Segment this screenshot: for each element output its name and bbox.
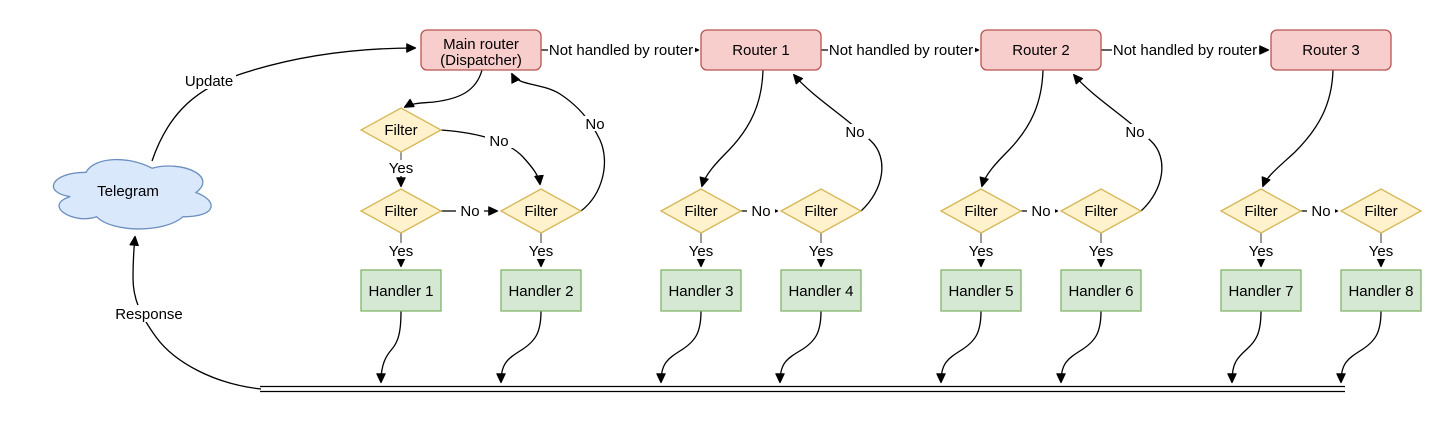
dispatcher-label-line2: (Dispatcher): [440, 52, 522, 69]
yes-label: Yes: [389, 160, 413, 177]
not-handled-label-3: Not handled by router: [1113, 42, 1257, 59]
filter-node: [499, 188, 583, 234]
no-label: No: [489, 133, 508, 150]
filter-a-no-edge: [440, 129, 544, 186]
filter-node: [779, 188, 863, 234]
filter-label: Filter: [1244, 203, 1277, 220]
router-3-down-edge: [1261, 69, 1334, 188]
router-3-label: Router 3: [1302, 42, 1360, 59]
filter-node: [939, 188, 1023, 234]
dispatcher-node: [420, 29, 542, 71]
router-1-label: Router 1: [732, 42, 790, 59]
no-label: No: [460, 203, 479, 220]
yes-label: Yes: [689, 243, 713, 260]
response-label: Response: [115, 306, 183, 323]
filter-node: [1339, 188, 1423, 234]
filter-c-return-no-edge: [511, 72, 606, 212]
handler-1-node: [360, 269, 442, 312]
yes-label: Yes: [389, 243, 413, 260]
handler-7-node: [1220, 269, 1302, 312]
not-handled-label-2: Not handled by router: [829, 42, 973, 59]
filter-label: Filter: [804, 203, 837, 220]
filter-node: [359, 188, 443, 234]
no-label: No: [751, 203, 770, 220]
handler-5-label: Handler 5: [948, 283, 1013, 300]
handler-row: Handler 1 Handler 2 Handler 3 Handler 4 …: [360, 269, 1422, 312]
handler-4-node: [780, 269, 862, 312]
handler-8-label: Handler 8: [1348, 283, 1413, 300]
no-label: No: [1031, 203, 1050, 220]
filter-label: Filter: [684, 203, 717, 220]
not-handled-label-1: Not handled by router: [549, 42, 693, 59]
yes-label: Yes: [1089, 243, 1113, 260]
update-edge: [151, 43, 417, 162]
router-2-down-edge: [979, 69, 1044, 188]
edge-labels: Update Response Not handled by router No…: [115, 42, 1395, 323]
dispatcher-label-line1: Main router: [443, 36, 519, 53]
handler-3-label: Handler 3: [668, 283, 733, 300]
handler-5-node: [940, 269, 1022, 312]
router-2-label: Router 2: [1012, 42, 1070, 59]
no-label: No: [1125, 124, 1144, 141]
filter-label: Filter: [964, 203, 997, 220]
no-label: No: [845, 124, 864, 141]
filter-label: Filter: [1364, 203, 1397, 220]
yes-edges-row2: [396, 233, 1386, 268]
no-label: No: [585, 116, 604, 133]
handler-2-node: [500, 269, 582, 312]
filter-node: [359, 107, 443, 153]
handler-6-node: [1060, 269, 1142, 312]
handler-1-label: Handler 1: [368, 283, 433, 300]
handler-4-label: Handler 4: [788, 283, 853, 300]
handler-7-label: Handler 7: [1228, 283, 1293, 300]
filter-label: Filter: [384, 122, 417, 139]
yes-label: Yes: [529, 243, 553, 260]
telegram-cloud: [52, 158, 212, 230]
router-2-node: [980, 29, 1102, 71]
filter-label: Filter: [1084, 203, 1117, 220]
filter-node: [1059, 188, 1143, 234]
filter-label: Filter: [384, 203, 417, 220]
filter-row-2: Filter Filter Filter Filter Filter Filte…: [359, 188, 1423, 234]
yes-label: Yes: [1369, 243, 1393, 260]
router-1-node: [700, 29, 822, 71]
router-2-return-no-edge: [1073, 73, 1163, 212]
handler-8-node: [1340, 269, 1422, 312]
handler-2-label: Handler 2: [508, 283, 573, 300]
no-label: No: [1311, 203, 1330, 220]
dispatcher-to-filter-edge: [403, 69, 483, 108]
filter-node: [659, 188, 743, 234]
handler-3-node: [660, 269, 742, 312]
handler-6-label: Handler 6: [1068, 283, 1133, 300]
router-3-node: [1270, 29, 1392, 71]
filter-node: [1219, 188, 1303, 234]
handler-to-bus-edges: [376, 310, 1382, 384]
yes-label: Yes: [969, 243, 993, 260]
router-1-down-edge: [699, 69, 764, 188]
router-1-return-no-edge: [793, 73, 883, 212]
telegram-label: Telegram: [97, 183, 159, 200]
yes-label: Yes: [809, 243, 833, 260]
update-label: Update: [185, 73, 233, 90]
yes-label: Yes: [1249, 243, 1273, 260]
filter-label: Filter: [524, 203, 557, 220]
